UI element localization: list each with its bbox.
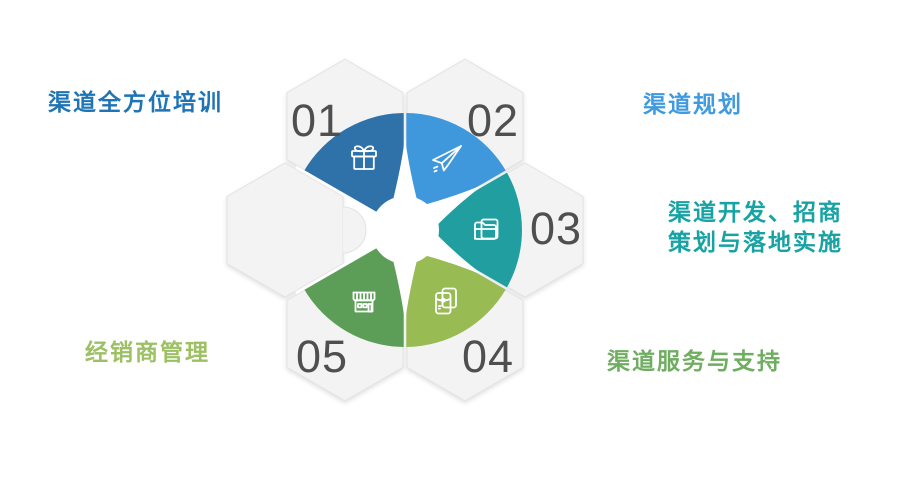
gift-icon (351, 145, 377, 170)
empty-hexagon-tab-edge (342, 206, 367, 254)
sector-number-02: 02 (467, 95, 519, 146)
sector-label-03-line1: 渠道开发、招商 (668, 199, 843, 225)
storefront-icon (352, 291, 376, 313)
petal-ring-segment (303, 266, 405, 347)
sector-label-03-line2: 策划与落地实施 (668, 229, 843, 255)
sector-label-04: 渠道服务与支持 (607, 348, 782, 374)
folder-icon (474, 218, 499, 240)
center-hub (371, 196, 439, 264)
hexagon-empty (226, 162, 344, 298)
sector-label-05: 经销商管理 (85, 339, 210, 365)
sector-number-04: 04 (462, 331, 514, 382)
paper-plane-icon (432, 145, 462, 173)
empty-sector-seams (295, 165, 391, 295)
petal-ring-segment (303, 113, 405, 194)
empty-hexagon-tab (343, 207, 366, 253)
sector-label-01: 渠道全方位培训 (48, 89, 223, 115)
sector-label-02: 渠道规划 (643, 91, 743, 117)
sector-number-03: 03 (530, 203, 582, 254)
document-pouch-icon (435, 287, 457, 315)
center-divider-spikes (392, 138, 485, 322)
sector-number-05: 05 (296, 331, 348, 382)
sector-number-01: 01 (291, 95, 343, 146)
